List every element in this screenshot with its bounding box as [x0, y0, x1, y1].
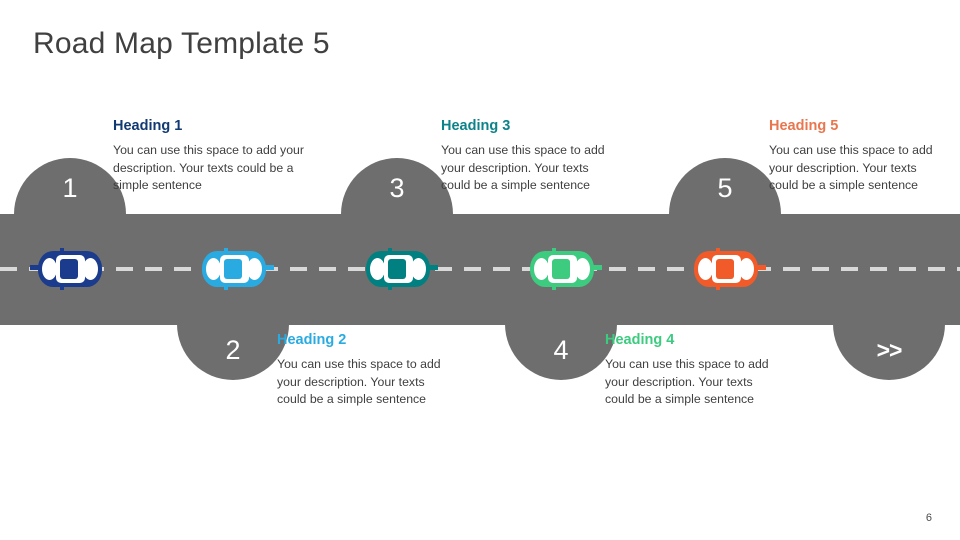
- road-node-label: 2: [225, 334, 241, 365]
- car-roof-inner: [552, 259, 570, 279]
- car-roof: [56, 255, 85, 283]
- road-node-4[interactable]: 4: [505, 268, 617, 380]
- car-roof: [384, 255, 413, 283]
- car-roof: [548, 255, 577, 283]
- page-number: 6: [925, 512, 932, 524]
- road-node-forward-arrow[interactable]: >>: [833, 268, 945, 380]
- car-win-front: [698, 258, 713, 280]
- block-body-text: You can use this space to add your descr…: [113, 143, 304, 192]
- car-win-rear: [83, 258, 98, 280]
- car-mirror-l: [552, 248, 556, 253]
- car-nose: [428, 265, 438, 270]
- block-body-text: You can use this space to add your descr…: [769, 143, 933, 192]
- car-win-front: [370, 258, 385, 280]
- block-heading: Heading 4: [605, 332, 675, 348]
- car-nose: [756, 265, 766, 270]
- car-body: [202, 251, 266, 287]
- car-4-icon: [530, 248, 602, 290]
- car-mirror-l: [716, 248, 720, 253]
- car-5-icon: [694, 248, 766, 290]
- car-3-icon: [366, 248, 438, 290]
- car-win-rear: [575, 258, 590, 280]
- car-body: [694, 251, 758, 287]
- road-node-label: 3: [389, 172, 405, 203]
- block-body-text: You can use this space to add your descr…: [441, 143, 605, 192]
- car-body: [530, 251, 594, 287]
- page-title: Road Map Template 5: [33, 27, 330, 60]
- content-block-1: Heading 1 You can use this space to add y…: [113, 118, 308, 195]
- content-block-2: Heading 2 You can use this space to add y…: [277, 332, 457, 409]
- car-mirror-r: [716, 285, 720, 290]
- car-2-icon: [202, 248, 274, 290]
- block-body-text: You can use this space to add your descr…: [277, 357, 441, 406]
- road-node-label: 5: [717, 172, 733, 203]
- car-win-front: [42, 258, 57, 280]
- block-heading: Heading 5: [769, 118, 839, 134]
- car-mirror-l: [60, 248, 64, 253]
- road-node-3[interactable]: 3: [341, 158, 453, 270]
- car-win-rear: [411, 258, 426, 280]
- road-node-5[interactable]: 5: [669, 158, 781, 270]
- car-roof-inner: [388, 259, 406, 279]
- road-node-label: 4: [553, 334, 569, 365]
- car-1-icon: [30, 248, 102, 290]
- car-win-rear: [247, 258, 262, 280]
- car-mirror-r: [224, 285, 228, 290]
- car-body: [366, 251, 430, 287]
- car-nose: [264, 265, 274, 270]
- car-mirror-r: [60, 285, 64, 290]
- car-mirror-r: [552, 285, 556, 290]
- block-heading: Heading 2: [277, 332, 347, 348]
- car-win-rear: [739, 258, 754, 280]
- block-heading: Heading 3: [441, 118, 511, 134]
- car-mirror-r: [388, 285, 392, 290]
- car-win-front: [534, 258, 549, 280]
- car-roof: [712, 255, 741, 283]
- car-nose: [592, 265, 602, 270]
- block-body-text: You can use this space to add your descr…: [605, 357, 769, 406]
- car-roof-inner: [224, 259, 242, 279]
- car-win-front: [206, 258, 221, 280]
- car-mirror-l: [388, 248, 392, 253]
- car-roof-inner: [60, 259, 78, 279]
- car-mirror-l: [224, 248, 228, 253]
- content-block-4: Heading 4 You can use this space to add y…: [605, 332, 785, 409]
- road-node-label: 1: [62, 172, 78, 203]
- road-node-2[interactable]: 2: [177, 268, 289, 380]
- road-surface: [0, 214, 960, 325]
- car-body: [38, 251, 102, 287]
- road-lane-divider: [0, 267, 960, 271]
- block-heading: Heading 1: [113, 118, 183, 134]
- road-node-1[interactable]: 1: [14, 158, 126, 270]
- forward-arrow-icon: >>: [876, 336, 903, 363]
- car-roof-inner: [716, 259, 734, 279]
- car-nose: [30, 265, 40, 270]
- content-block-3: Heading 3 You can use this space to add y…: [441, 118, 621, 195]
- content-block-5: Heading 5 You can use this space to add y…: [769, 118, 949, 195]
- car-roof: [220, 255, 249, 283]
